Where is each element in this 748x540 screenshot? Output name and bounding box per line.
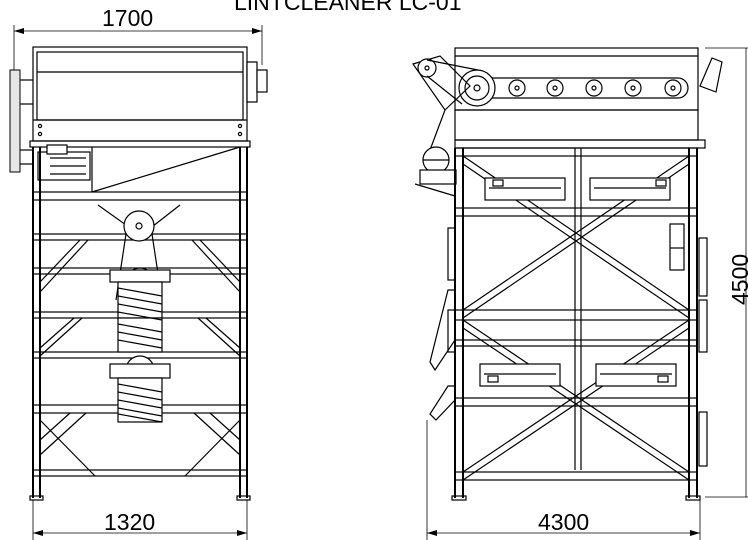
dimension-side-height: 4500 bbox=[705, 47, 748, 498]
dimension-label-1320: 1320 bbox=[104, 509, 155, 535]
dimension-top-width: 1700 bbox=[13, 5, 263, 160]
dimension-bottom-width: 1320 bbox=[32, 500, 248, 540]
side-view: 4300 4500 bbox=[412, 47, 748, 540]
drawing-title: LINTCLEANER LC-01 bbox=[234, 0, 462, 15]
front-view: 1700 bbox=[9, 5, 268, 540]
dimension-side-length: 4300 bbox=[426, 420, 701, 540]
dimension-label-4300: 4300 bbox=[538, 509, 589, 535]
dimension-label-1700: 1700 bbox=[102, 5, 153, 31]
dimension-label-4500: 4500 bbox=[727, 254, 748, 305]
